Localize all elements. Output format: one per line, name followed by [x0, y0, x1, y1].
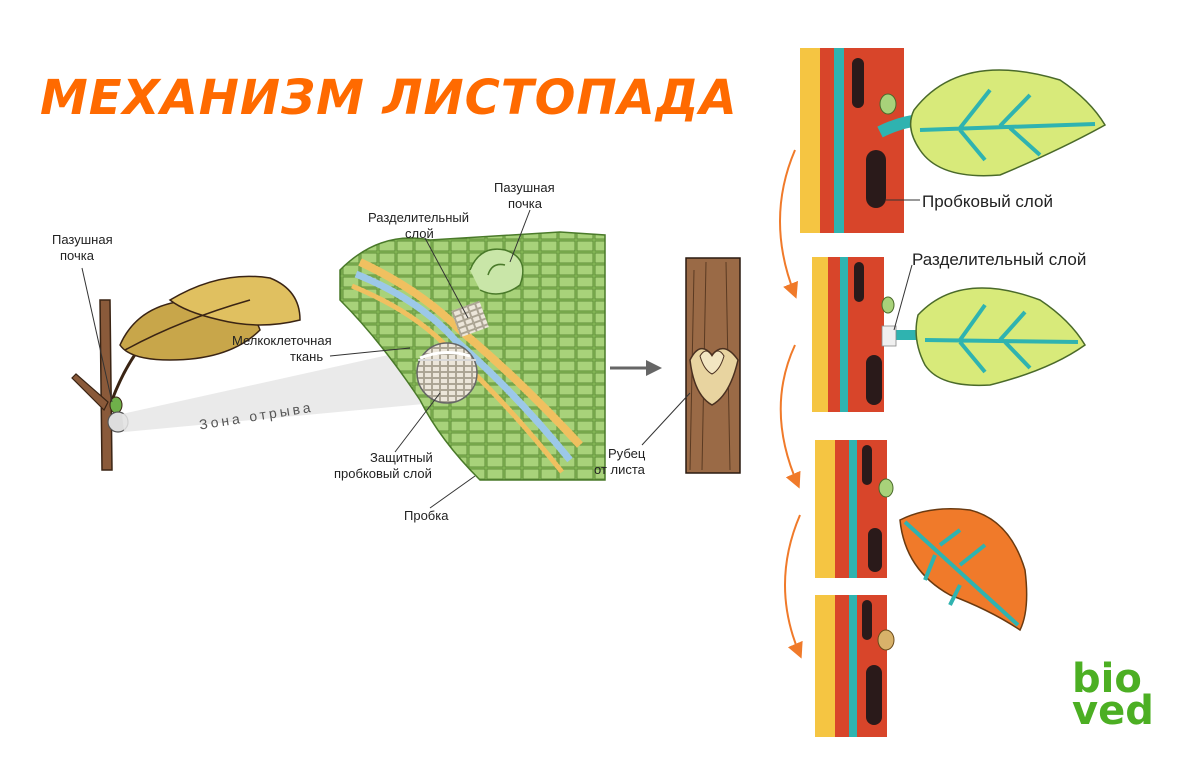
label-separating-layer: Разделительный слой: [912, 250, 1086, 269]
label-protective-1: Защитный: [370, 450, 433, 465]
label-separating-1: Разделительный: [368, 210, 469, 225]
label-scar-1: Рубец: [608, 446, 646, 461]
label-axillary-bud-left-2: почка: [60, 248, 95, 263]
logo-ved: ved: [1072, 688, 1154, 734]
label-axillary-bud-left-1: Пазушная: [52, 232, 113, 247]
middle-pointer-lines: [329, 209, 531, 509]
abscission-zone-cone: [122, 348, 445, 432]
label-protective-2: пробковый слой: [334, 466, 432, 481]
stage-2: [812, 257, 1086, 412]
left-twig-illustration: [71, 267, 301, 471]
stage-4: [815, 595, 895, 737]
stem-with-scar: [641, 257, 741, 474]
stage-1: [800, 48, 1107, 233]
label-small-cell-1: Мелкоклеточная: [232, 333, 332, 348]
logo-bio: bio: [1072, 656, 1142, 702]
stage-arrows: [779, 149, 803, 659]
label-scar-2: от листа: [594, 462, 646, 477]
tissue-cross-section: [339, 231, 606, 481]
label-small-cell-2: ткань: [290, 349, 323, 364]
label-axillary-bud-mid-2: почка: [508, 196, 543, 211]
label-cork-layer: Пробковый слой: [922, 192, 1053, 211]
label-axillary-bud-mid-1: Пазушная: [494, 180, 555, 195]
label-cork: Пробка: [404, 508, 449, 523]
zoom-circle: [416, 342, 478, 404]
label-separating-2: слой: [405, 226, 434, 241]
stage-3: [815, 440, 1028, 632]
page-title: МЕХАНИЗМ ЛИСТОПАДА: [40, 70, 738, 126]
transition-arrow: [610, 360, 662, 376]
